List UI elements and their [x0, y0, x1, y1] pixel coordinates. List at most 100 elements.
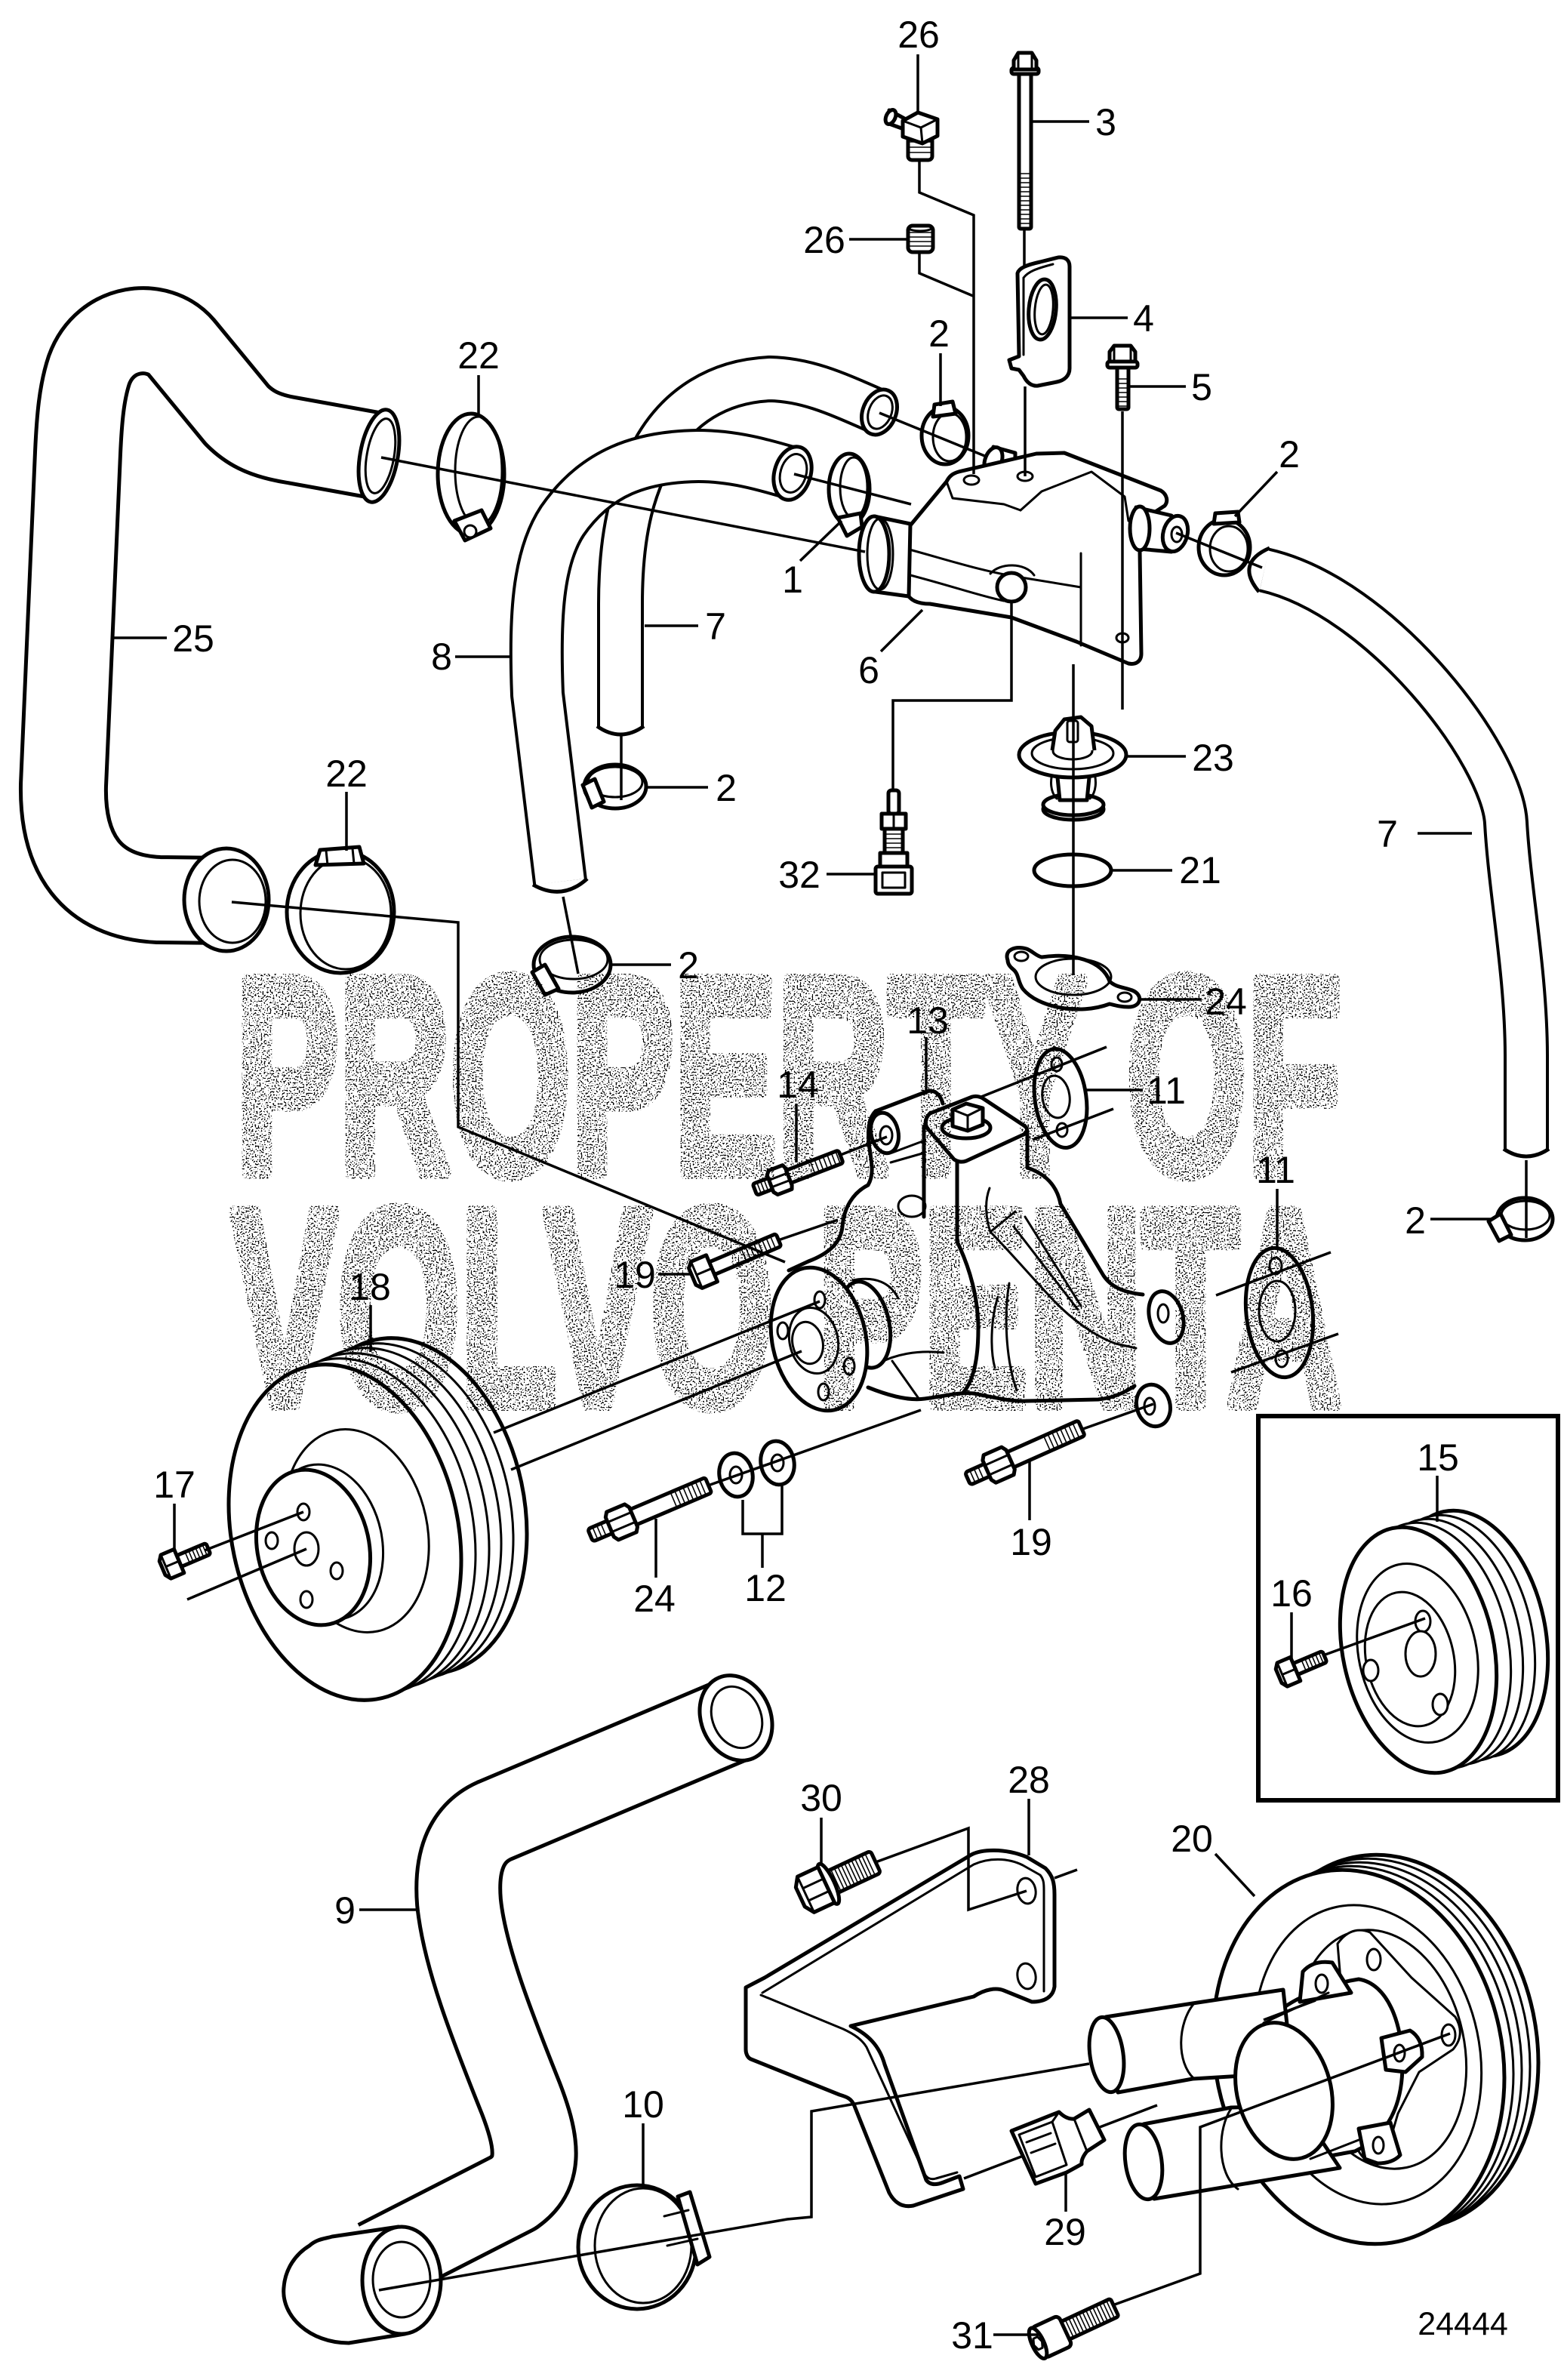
- callout-22-lower[interactable]: 22: [325, 753, 368, 795]
- callout-18[interactable]: 18: [349, 1266, 391, 1308]
- callout-4[interactable]: 4: [1133, 297, 1154, 340]
- hose-7-right: [1247, 546, 1550, 1159]
- hose-bore-lower: [371, 2240, 432, 2319]
- callout-3[interactable]: 3: [1095, 101, 1116, 143]
- callout-20[interactable]: 20: [1171, 1818, 1213, 1860]
- callout-2-d[interactable]: 2: [678, 944, 699, 987]
- bolt-head-edges: [689, 1260, 713, 1289]
- bolt-shaft: [707, 1232, 783, 1276]
- pump-plug-edges: [951, 1107, 984, 1132]
- callout-12[interactable]: 12: [744, 1567, 787, 1609]
- callout-17[interactable]: 17: [153, 1464, 196, 1506]
- bolt-flange: [1105, 359, 1140, 370]
- hose-end-cap: [596, 724, 645, 737]
- pulley-bolt-hole: [329, 1561, 344, 1581]
- sender-connector-socket: [881, 871, 907, 889]
- callout-19-lower[interactable]: 19: [1010, 1521, 1052, 1563]
- assembly-line: [380, 456, 866, 553]
- clamp-band-edge: [1208, 525, 1249, 573]
- thread-lines: [1042, 1422, 1080, 1452]
- callout-28[interactable]: 28: [1008, 1759, 1050, 1801]
- upper-pipe-end: [1087, 2015, 1126, 2095]
- pump-arm: [1025, 1165, 1145, 1297]
- bracket-edge: [1022, 263, 1054, 356]
- outlet-flange-hole: [1156, 1303, 1170, 1324]
- stud-24: [586, 1476, 713, 1543]
- hose-end-cap-bottom: [1502, 1147, 1550, 1159]
- thread-lines: [885, 833, 903, 848]
- callout-15-inset[interactable]: 15: [1417, 1436, 1459, 1479]
- sender-thread: [882, 827, 905, 856]
- assembly-line: [231, 901, 786, 1264]
- callout-11-lower[interactable]: 11: [1256, 1149, 1295, 1191]
- thread-lines: [910, 232, 931, 247]
- hose-9: [282, 1673, 774, 2345]
- hose-body: [359, 1682, 752, 2298]
- assembly-line: [963, 2104, 1158, 2180]
- assembly-line: [1215, 1251, 1339, 1374]
- lower-pipe-sleeve: [1220, 2106, 1239, 2191]
- bracket-28: [744, 1848, 1057, 2209]
- callout-11-upper[interactable]: 11: [1147, 1070, 1186, 1112]
- pump-boss-top: [873, 1088, 945, 1113]
- gasket-24: [1005, 946, 1141, 1011]
- clamp-screw-housing: [1486, 1212, 1513, 1243]
- bracket-outline: [744, 1848, 1057, 2209]
- flange-hole: [817, 1382, 830, 1402]
- callout-6[interactable]: 6: [858, 649, 879, 691]
- callout-26-plug[interactable]: 26: [803, 219, 845, 261]
- callout-23[interactable]: 23: [1192, 737, 1234, 779]
- gasket-hole: [1013, 950, 1030, 962]
- pump-bottom-contour: [866, 1384, 1137, 1403]
- callout-2-b[interactable]: 2: [1279, 433, 1300, 476]
- callout-7-upper[interactable]: 7: [705, 605, 726, 648]
- connector-29: [1009, 2108, 1107, 2186]
- callout-31[interactable]: 31: [951, 2314, 993, 2357]
- hose-end-face-upper: [356, 408, 402, 504]
- callout-13[interactable]: 13: [907, 999, 949, 1042]
- assembly-line: [1023, 229, 1027, 476]
- bolt-head-edges: [1017, 51, 1033, 71]
- assembly-line: [838, 1135, 888, 1157]
- callout-2-e[interactable]: 2: [1405, 1199, 1426, 1242]
- flange-hole: [842, 1356, 856, 1376]
- gasket-11-lower: [1243, 1245, 1316, 1380]
- flange-hole: [813, 1290, 827, 1310]
- callout-16-inset[interactable]: 16: [1270, 1572, 1313, 1615]
- leader-line: [173, 1273, 1439, 2336]
- bracket-slot-edge: [1033, 283, 1054, 336]
- assembly-line: [777, 1218, 839, 1242]
- callout-30[interactable]: 30: [800, 1777, 842, 1819]
- callout-5[interactable]: 5: [1191, 366, 1212, 408]
- callout-8[interactable]: 8: [431, 636, 452, 678]
- callout-26-fitting[interactable]: 26: [897, 14, 940, 56]
- hose-end-cap-top: [1247, 546, 1271, 593]
- bracket-hole: [1016, 1962, 1037, 1991]
- callout-9[interactable]: 9: [334, 1889, 356, 1932]
- callout-24-stud[interactable]: 24: [633, 1578, 676, 1620]
- callout-25[interactable]: 25: [172, 617, 214, 660]
- callout-14[interactable]: 14: [777, 1064, 819, 1106]
- callout-32[interactable]: 32: [778, 854, 820, 896]
- pulley-bolt-hole: [1431, 1692, 1449, 1716]
- assembly-line: [1322, 1617, 1426, 1657]
- callout-7-right[interactable]: 7: [1377, 813, 1398, 855]
- nut-edges: [984, 1453, 1014, 1476]
- callout-21[interactable]: 21: [1179, 849, 1221, 891]
- callout-29[interactable]: 29: [1044, 2211, 1086, 2253]
- callout-1[interactable]: 1: [782, 559, 803, 601]
- gasket-bore: [1258, 1279, 1297, 1343]
- callout-24-gasket[interactable]: 24: [1205, 981, 1247, 1023]
- hose-7-upper: [596, 356, 899, 737]
- callout-2-a[interactable]: 2: [928, 313, 950, 355]
- inlet-bead: [866, 517, 894, 591]
- assembly-line: [981, 1045, 1114, 1141]
- assembly-line: [918, 254, 974, 297]
- callout-10[interactable]: 10: [622, 2083, 664, 2126]
- outlet-collar: [1128, 504, 1152, 553]
- callout-19-upper[interactable]: 19: [614, 1254, 656, 1296]
- temperature-sender-32: [873, 788, 914, 896]
- callout-2-c[interactable]: 2: [716, 767, 737, 809]
- callout-22-upper[interactable]: 22: [457, 334, 500, 377]
